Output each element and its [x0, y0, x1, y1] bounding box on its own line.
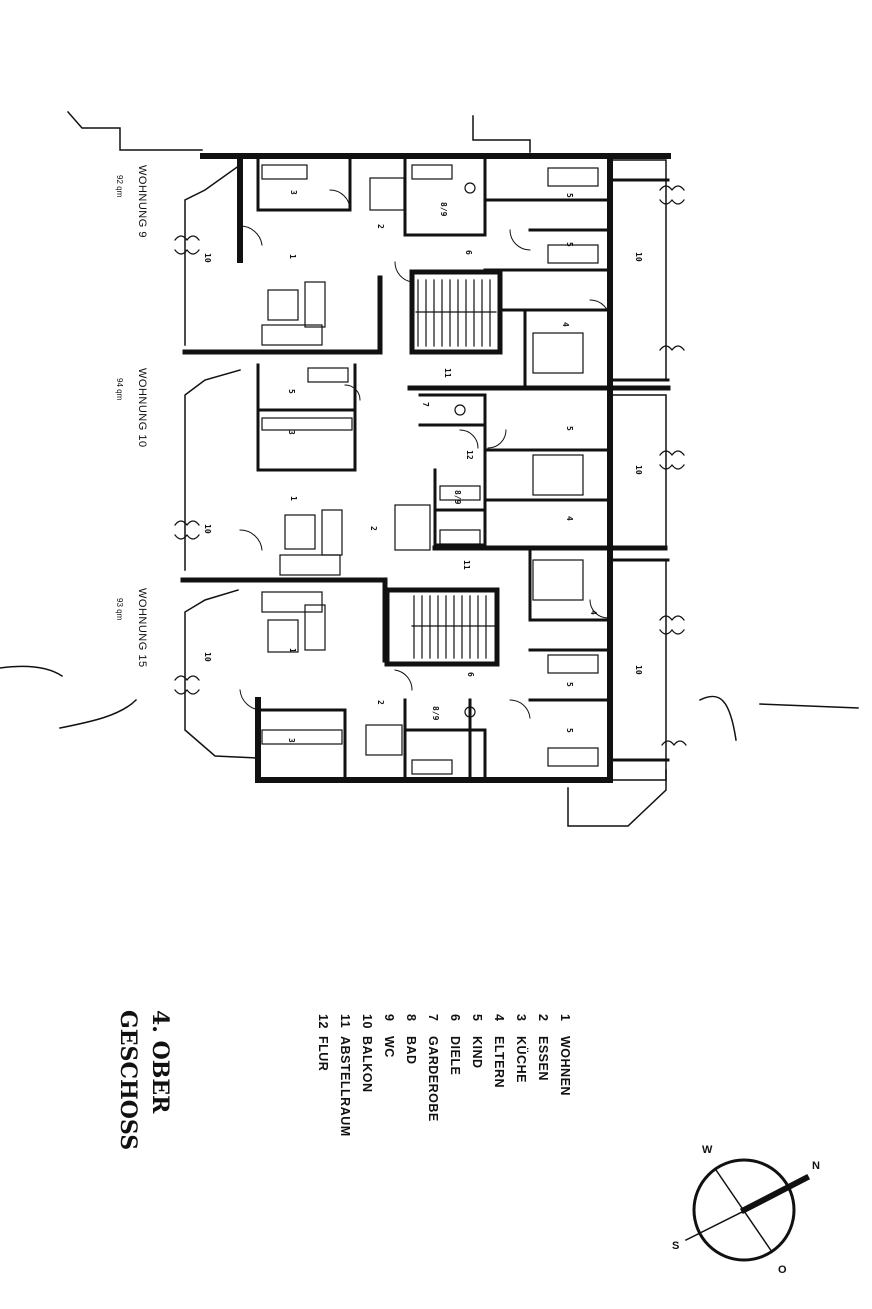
legend-label: KÜCHE: [514, 1036, 528, 1083]
room-number: 1: [288, 648, 297, 653]
stair-core-upper: [409, 269, 503, 355]
room-number: 10: [203, 253, 212, 263]
room-number: 3: [287, 738, 296, 743]
room-number: 1: [288, 254, 297, 259]
legend-item: 11ABSTELLRAUM: [338, 1014, 352, 1137]
room-number: 1: [289, 496, 298, 501]
legend-number: 9: [382, 1014, 396, 1022]
room-number: 5: [565, 426, 574, 431]
compass-west: W: [702, 1144, 713, 1156]
legend-item: 8BAD: [404, 1014, 418, 1065]
room-number: 10: [634, 252, 643, 262]
legend-item: 1WOHNEN: [558, 1014, 572, 1096]
room-number: 3: [289, 190, 298, 195]
room-number: 2: [376, 224, 385, 229]
legend-number: 3: [514, 1014, 528, 1022]
legend-number: 2: [536, 1014, 550, 1022]
room-number: 5: [565, 242, 574, 247]
legend-item: 4ELTERN: [492, 1014, 506, 1088]
legend-number: 7: [426, 1014, 440, 1022]
room-number: 11: [443, 368, 452, 378]
legend-number: 12: [316, 1014, 330, 1029]
floor-title-line2: GESCHOSS: [115, 1010, 141, 1151]
legend-label: ELTERN: [492, 1036, 506, 1089]
room-number: 10: [203, 524, 212, 534]
legend-number: 6: [448, 1014, 462, 1022]
legend-label: WC: [382, 1036, 396, 1058]
apartment-area: 92 qm: [115, 175, 124, 198]
room-number: 4: [565, 516, 574, 521]
legend-label: BALKON: [360, 1036, 374, 1093]
stair-core-lower: [384, 587, 500, 667]
legend-label: ABSTELLRAUM: [338, 1036, 352, 1137]
legend-item: 9WC: [382, 1014, 396, 1058]
legend-label: ESSEN: [536, 1036, 550, 1081]
outer-walls: [200, 153, 671, 783]
interior-walls: [256, 158, 670, 782]
compass-north: N: [812, 1160, 820, 1172]
legend-number: 11: [338, 1014, 352, 1029]
legend-item: 7GARDEROBE: [426, 1014, 440, 1122]
floor-title: 4. OBER GESCHOSS: [112, 1010, 176, 1150]
room-number: 8/9: [431, 706, 440, 721]
room-number: 10: [203, 652, 212, 662]
legend-item: 6DIELE: [448, 1014, 462, 1075]
room-number: 12: [465, 450, 474, 460]
compass-east: O: [778, 1264, 787, 1276]
legend-item: 10BALKON: [360, 1014, 374, 1092]
room-number: 8/9: [453, 490, 462, 505]
room-number: 10: [634, 665, 643, 675]
room-number: 5: [565, 728, 574, 733]
legend-label: KIND: [470, 1036, 484, 1069]
apartment-name: WOHNUNG 9: [136, 165, 148, 238]
room-number: 7: [421, 402, 430, 407]
apartment-area: 94 qm: [115, 378, 124, 401]
apartment-area: 93 qm: [115, 598, 124, 621]
room-number: 5: [287, 389, 296, 394]
balconies: [184, 159, 667, 781]
legend-item: 5KIND: [470, 1014, 484, 1069]
room-number: 5: [565, 193, 574, 198]
room-number: 4: [561, 322, 570, 327]
legend-item: 3KÜCHE: [514, 1014, 528, 1083]
room-number: 4: [589, 610, 598, 615]
apartment-name: WOHNUNG 10: [136, 368, 148, 448]
room-number: 6: [466, 672, 475, 677]
legend-label: GARDEROBE: [426, 1036, 440, 1122]
room-number: 3: [287, 430, 296, 435]
room-number: 2: [369, 526, 378, 531]
site-lines: [0, 110, 859, 827]
door-swings: [239, 189, 611, 719]
apartment-name: WOHNUNG 15: [136, 588, 148, 668]
legend-label: BAD: [404, 1036, 418, 1065]
legend-item: 12FLUR: [316, 1014, 330, 1071]
compass-rose: [684, 1158, 811, 1262]
room-number: 2: [376, 700, 385, 705]
legend-number: 8: [404, 1014, 418, 1022]
legend-number: 1: [558, 1014, 572, 1022]
floor-title-line1: 4. OBER: [147, 1010, 173, 1114]
legend-label: WOHNEN: [558, 1036, 572, 1096]
room-number: 5: [565, 682, 574, 687]
legend-label: DIELE: [448, 1036, 462, 1076]
legend-number: 4: [492, 1014, 506, 1022]
room-number: 8/9: [439, 202, 448, 217]
balcony-planters: [174, 185, 687, 746]
room-number: 10: [634, 465, 643, 475]
legend-label: FLUR: [316, 1036, 330, 1072]
furniture: [261, 164, 599, 775]
legend-number: 5: [470, 1014, 484, 1022]
room-number: 6: [464, 250, 473, 255]
room-number: 11: [462, 560, 471, 570]
compass-south: S: [672, 1240, 680, 1252]
legend-number: 10: [360, 1014, 374, 1029]
legend-item: 2ESSEN: [536, 1014, 550, 1081]
